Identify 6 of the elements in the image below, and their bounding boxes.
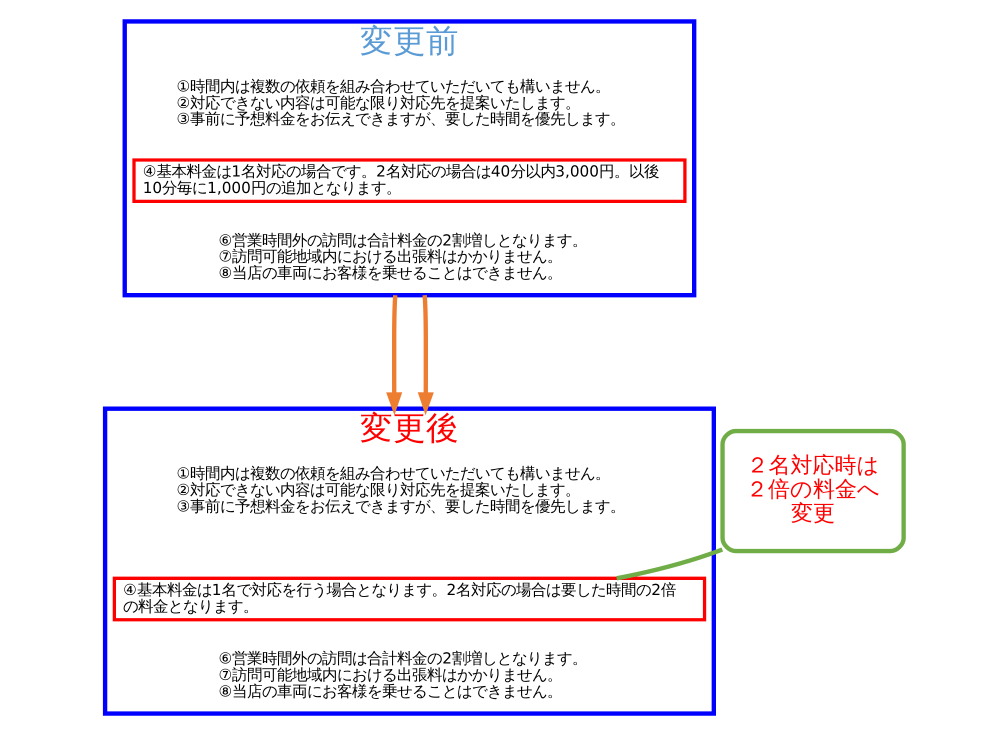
connector	[616, 547, 724, 580]
node-box: ２名対応時は２倍の料金へ変更	[720, 428, 906, 554]
node-box: ④基本料金は1名対応の場合です。2名対応の場合は40分以内3,000円。以後10分毎に1,000円の追加となります。	[132, 158, 687, 204]
node-box: ④基本料金は1名で対応を行う場合となります。2名対応の場合は要した時間の2倍の料金となります。	[112, 576, 706, 622]
arrow	[386, 295, 402, 416]
arrow	[418, 295, 434, 416]
